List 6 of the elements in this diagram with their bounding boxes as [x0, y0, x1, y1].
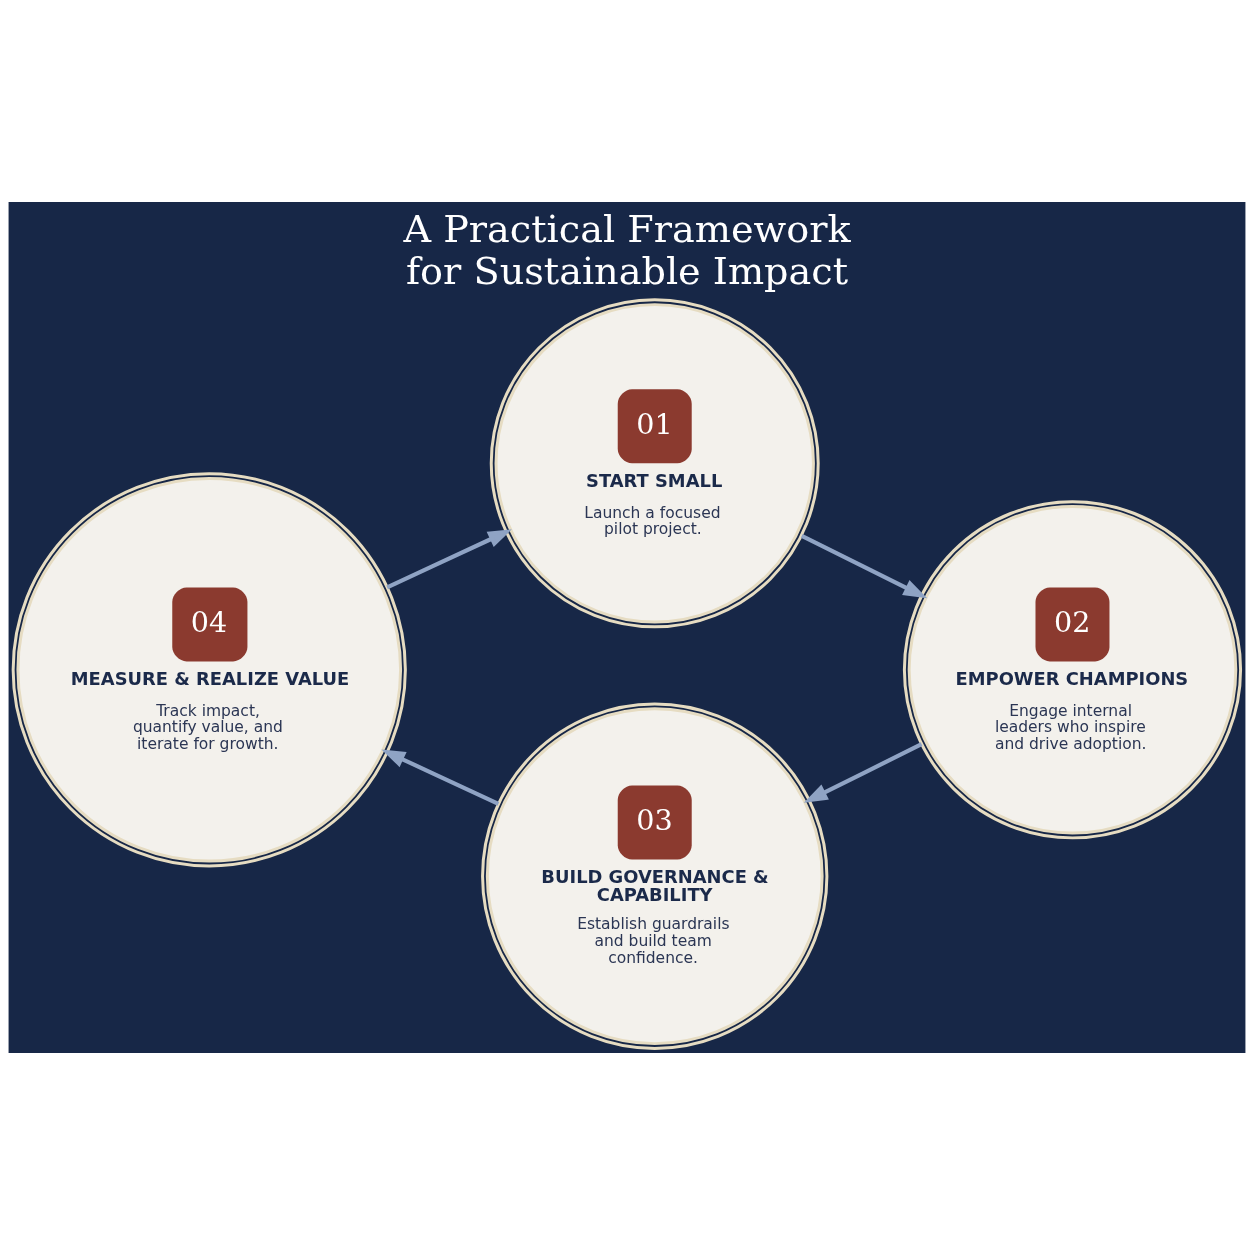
arrow: [386, 528, 512, 589]
node-circle: 01 START SMALL Launch a focused pilot project.: [489, 297, 820, 628]
arrow: [381, 748, 500, 806]
arrow: [800, 533, 928, 598]
arrow: [803, 741, 923, 803]
diagram-title: A Practical Framework for Sustainable Impact: [403, 206, 851, 293]
